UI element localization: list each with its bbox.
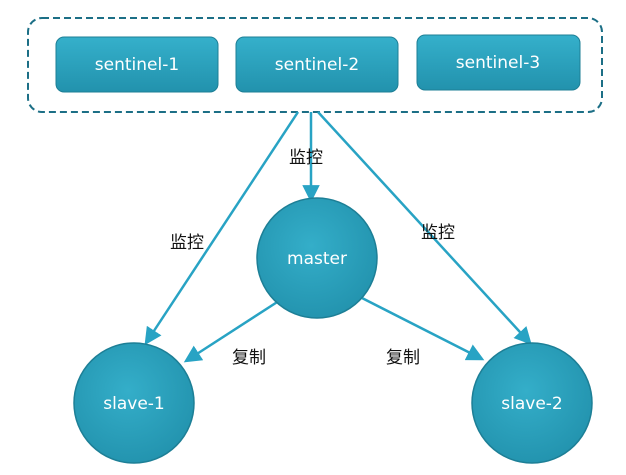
- slave-2-node: slave-2: [471, 342, 593, 464]
- sentinel-2-label: sentinel-2: [275, 55, 359, 75]
- sentinel-box-2: sentinel-2: [235, 36, 399, 93]
- monitor-label-slave-1: 监控: [170, 233, 204, 253]
- monitor-edge-slave-1: [144, 111, 300, 346]
- slave-1-label: slave-1: [103, 394, 164, 414]
- master-node: master: [256, 197, 378, 319]
- replicate-label-slave-2: 复制: [386, 348, 420, 368]
- slave-1-node: slave-1: [73, 342, 195, 464]
- master-label: master: [287, 249, 347, 269]
- replicate-label-slave-1: 复制: [232, 348, 266, 368]
- sentinel-box-3: sentinel-3: [416, 34, 581, 91]
- monitor-label-slave-2: 监控: [421, 223, 455, 243]
- replicate-edge-slave-2: [359, 295, 485, 361]
- sentinel-box-1: sentinel-1: [55, 36, 219, 93]
- sentinel-group-border: [27, 17, 603, 113]
- monitor-label-master: 监控: [289, 148, 323, 168]
- replicate-edge-slave-1: [183, 295, 286, 363]
- sentinel-3-label: sentinel-3: [456, 53, 540, 73]
- monitor-edge-slave-2: [317, 111, 532, 345]
- slave-2-label: slave-2: [501, 394, 562, 414]
- sentinel-1-label: sentinel-1: [95, 55, 179, 75]
